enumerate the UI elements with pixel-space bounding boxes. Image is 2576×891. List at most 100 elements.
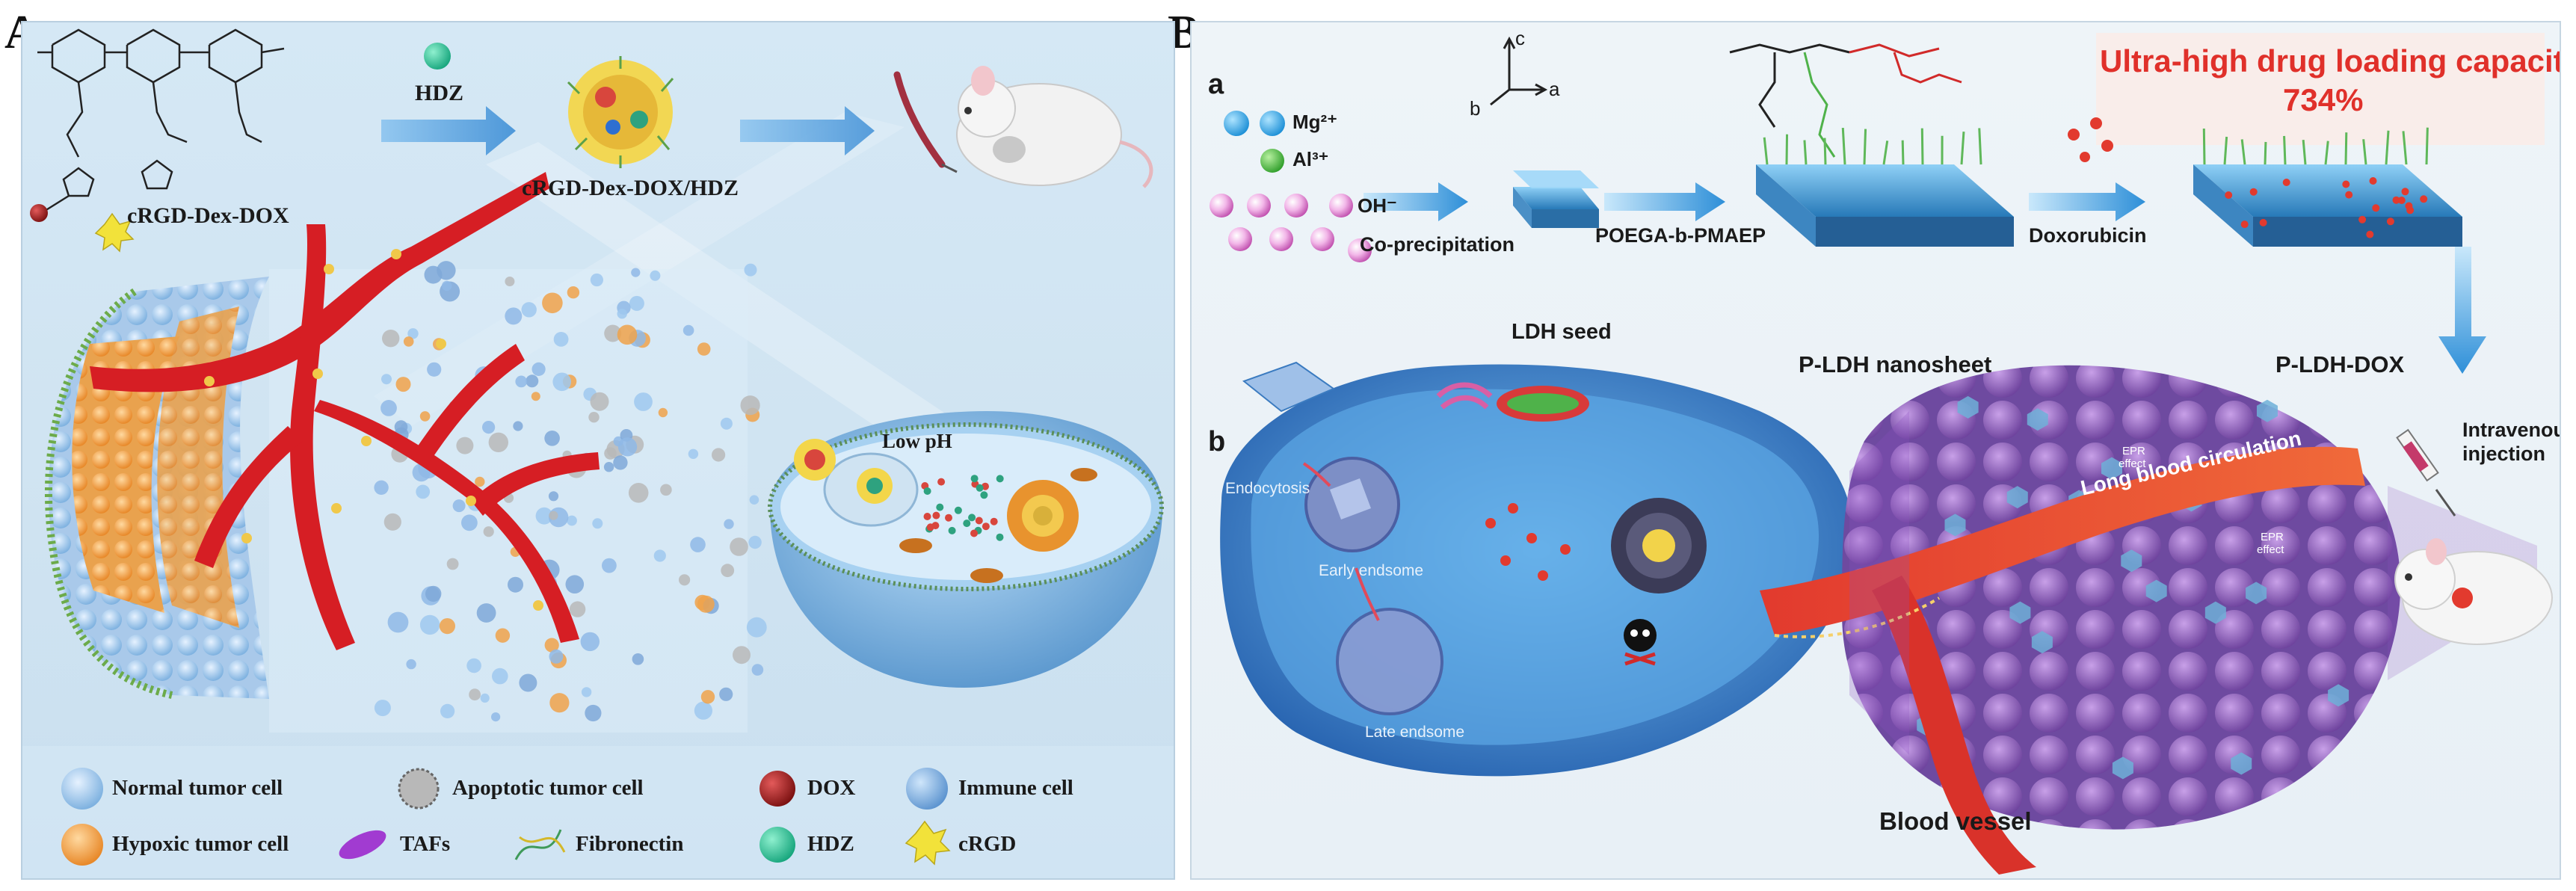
vessel-nanoparticle: [241, 533, 252, 543]
blood-vessel: [1760, 446, 2365, 875]
scattered-cell: [521, 302, 537, 318]
drug-molecule: [926, 523, 934, 531]
scattered-cell: [544, 638, 559, 653]
scattered-cell: [628, 483, 649, 503]
drug-molecule: [963, 520, 971, 528]
scattered-cell: [482, 421, 496, 434]
scattered-cell: [531, 392, 540, 401]
scattered-cell: [505, 307, 523, 325]
scattered-cell: [590, 392, 609, 411]
product-ldh-seed: LDH seed: [1512, 320, 1612, 344]
product-label: cRGD-Dex-DOX/HDZ: [522, 176, 739, 200]
blood-vessel-label: Blood vessel: [1879, 807, 2032, 835]
reagent-label: HDZ: [415, 81, 464, 105]
epr-label-2: EPR: [2261, 531, 2284, 543]
scattered-cell: [553, 332, 569, 347]
scattered-cells: [374, 261, 767, 722]
headline-capacity: Ultra-high drug loading capacity: [2100, 43, 2561, 78]
dox-icon: [759, 771, 795, 807]
late-endosome-label: Late endsome: [1365, 724, 1465, 741]
scattered-cell: [440, 703, 455, 719]
legend-immune-cell: Immune cell: [958, 776, 1073, 800]
scattered-cell: [531, 362, 546, 376]
drug-molecule: [970, 475, 979, 483]
vessel-nanoparticle: [391, 249, 401, 259]
scattered-cell: [748, 535, 762, 549]
ldh-seed-crystal: [1513, 170, 1599, 228]
scattered-cell: [439, 618, 456, 635]
vessel-nanoparticle: [324, 264, 334, 274]
arrow-injection: [740, 106, 875, 155]
nanoparticle-entering-cell: [794, 439, 893, 504]
injection-label-line2: injection: [2462, 443, 2546, 465]
legend-crgd: cRGD: [958, 832, 1017, 856]
scattered-cell: [650, 270, 661, 281]
scattered-cell: [617, 324, 638, 345]
scattered-cell: [721, 564, 735, 578]
scattered-cell: [730, 537, 748, 556]
product-p-ldh-dox: P-LDH-DOX: [2275, 351, 2405, 377]
scattered-cell: [476, 603, 496, 623]
scattered-cell: [427, 362, 442, 377]
scattered-cell: [592, 518, 603, 529]
tafs-icon: [339, 830, 386, 860]
drug-molecule: [968, 514, 976, 522]
vessel-nanoparticle: [436, 339, 446, 349]
scattered-cell: [382, 330, 400, 348]
dox-marker: [30, 204, 48, 222]
sub-label-b: b: [1208, 426, 1226, 457]
panel-b-illustration: [1210, 33, 2553, 875]
axis-c-label: c: [1515, 27, 1525, 49]
drug-molecule: [970, 529, 978, 537]
immune-cell-icon: [906, 768, 948, 810]
scattered-cell: [658, 407, 668, 418]
scattered-cell: [720, 417, 733, 430]
panel-a-tumor-targeting-scheme: cRGD-Dex-DOX HDZ cRGD-Dex-DOX/HDZ Low pH…: [21, 21, 1175, 880]
scattered-cell: [419, 614, 440, 635]
scattered-cell: [419, 411, 431, 422]
scattered-cell: [513, 421, 523, 431]
scattered-cell: [407, 328, 419, 339]
scattered-cell: [425, 585, 442, 602]
ldh-particle-entry: [1242, 361, 1336, 413]
drug-molecule: [990, 517, 998, 525]
scattered-cell: [660, 484, 672, 496]
scattered-cell: [488, 432, 508, 452]
drug-molecule: [975, 517, 983, 525]
scattered-cell: [751, 664, 764, 676]
scattered-cell: [603, 462, 614, 472]
scattered-cell: [394, 420, 408, 434]
arrow-doxorubicin: [2029, 182, 2145, 221]
ion-oh-label: OH⁻: [1358, 194, 1397, 217]
headline-percent: 734%: [2283, 82, 2364, 117]
scattered-cell: [632, 653, 644, 665]
scattered-cell: [567, 515, 577, 526]
skull-icon: [1624, 619, 1657, 666]
scattered-cell: [653, 549, 666, 562]
scattered-cell: [492, 668, 508, 685]
scattered-cell: [387, 611, 409, 633]
scattered-cell: [744, 263, 757, 277]
arrow-coprecipitation: [1364, 182, 1468, 221]
drug-molecule: [980, 491, 988, 499]
crystal-axes-icon: [1490, 36, 1548, 106]
legend-background: [22, 746, 1174, 878]
tumor-tissue: [45, 269, 748, 733]
drug-molecule: [932, 511, 940, 520]
vessel-nanoparticle: [466, 496, 476, 506]
epr-label-1: EPR: [2122, 445, 2145, 457]
scattered-cell: [746, 617, 767, 638]
legend-tafs: TAFs: [400, 832, 451, 856]
legend-hdz: HDZ: [807, 832, 854, 856]
scattered-cell: [602, 558, 617, 573]
scattered-cell: [544, 431, 560, 446]
headline-background: [2096, 33, 2545, 145]
scattered-cell: [526, 374, 539, 388]
scattered-cell: [442, 280, 452, 292]
scattered-cell: [569, 601, 586, 617]
scattered-cell: [700, 690, 715, 704]
scattered-cell: [590, 273, 604, 287]
vessel-nanoparticle: [204, 376, 215, 386]
scattered-cell: [604, 324, 622, 342]
scattered-cell: [380, 400, 397, 416]
